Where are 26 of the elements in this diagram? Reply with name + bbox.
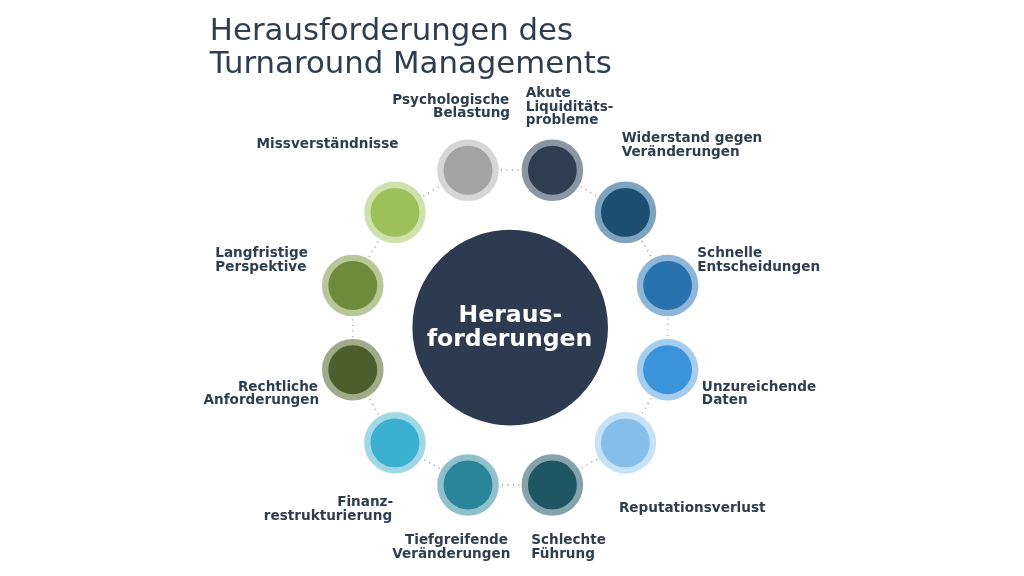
node-circle: [594, 412, 657, 474]
node-label: Tiefgreifende Veränderungen: [392, 531, 511, 561]
node-circle: [437, 139, 499, 201]
node-circle: [364, 181, 426, 244]
node-label: Rechtliche Anforderungen: [203, 377, 320, 408]
node-label: Akute Liquiditäts- probleme: [525, 84, 614, 128]
node-circle: Heraus- forderungen: [412, 229, 608, 426]
node-label: Widerstand gegen Veränderungen: [621, 128, 763, 159]
node-circle: [594, 181, 657, 244]
node-circle: [322, 254, 384, 317]
node-label: Psychologische Belastung: [392, 90, 511, 121]
node-circle: [437, 454, 499, 516]
node-label: Langfristige Perspektive: [215, 244, 308, 274]
node-circle: [322, 339, 384, 401]
node-label: Finanz- restrukturierung: [263, 493, 394, 523]
node-label: Schnelle Entscheidungen: [697, 244, 821, 274]
node-label: Reputationsverlust: [618, 499, 766, 516]
node-circle: [636, 254, 699, 317]
node-circle: [636, 339, 699, 401]
node-label: Schlechte Führung: [531, 531, 606, 561]
node-circle: [521, 139, 584, 201]
node-label: Missverständnisse: [256, 135, 399, 152]
node-label: Unzureichende Daten: [701, 377, 817, 408]
node-circle: [364, 412, 426, 474]
diagram-title: Herausforderungen des Turnaround Managements: [209, 10, 612, 81]
node-circle: [521, 454, 584, 516]
